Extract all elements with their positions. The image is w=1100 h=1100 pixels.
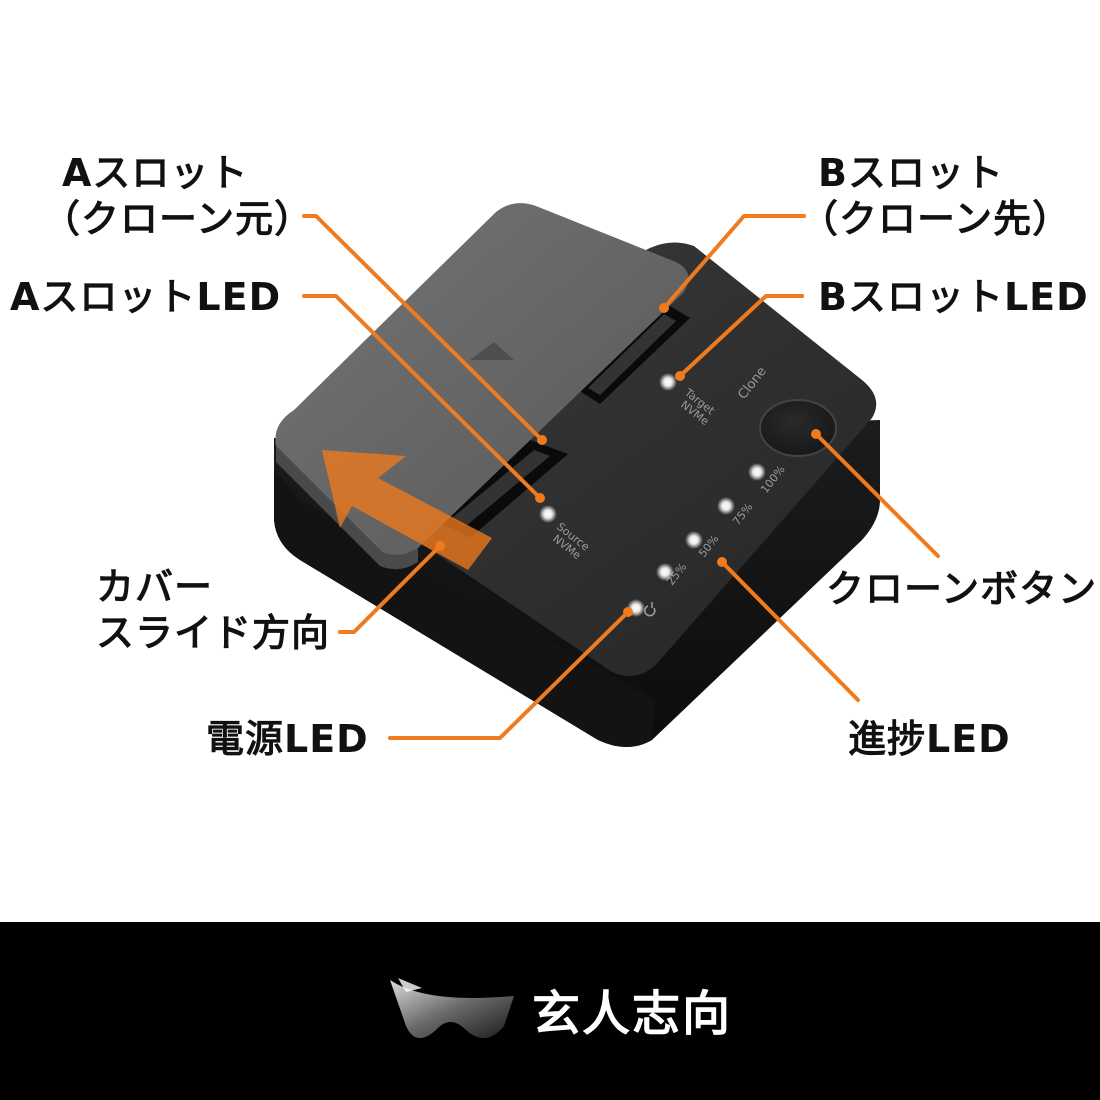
leader-progress-led-dot [717,557,727,567]
leader-b-slot-dot [659,303,669,313]
progress-led-100 [748,463,766,481]
brand-footer: 玄人志向 [0,922,1100,1100]
leader-a-slot [302,214,544,442]
leader-b-slot-led [678,294,804,378]
label-a-slot-sub: （クローン元） [42,197,314,241]
leader-clone-button-dot [811,429,821,439]
label-cover-slide-2: スライド方向 [96,611,331,655]
leader-progress-led [720,560,860,702]
label-cover-slide-1: カバー [96,565,214,609]
leader-cover-slide-dot [435,541,445,551]
progress-led-75 [717,497,735,515]
brand-name: 玄人志向 [532,986,733,1042]
a-slot-led [539,505,557,523]
label-power-led: 電源LED [206,717,369,761]
label-b-slot-sub: （クローン先） [800,197,1072,241]
power-icon [644,602,656,617]
leader-power-led-dot [623,607,633,617]
clone-button[interactable] [759,399,837,457]
leader-power-led [388,610,630,740]
leader-cover-slide [338,544,442,634]
leader-clone-button [814,432,940,558]
b-slot-led [659,373,677,391]
leader-b-slot [662,214,806,310]
label-b-slot-led: BスロットLED [818,275,1089,319]
progress-led-25 [656,563,674,581]
cover-slide-triangle [470,342,514,360]
leader-a-slot-dot [537,435,547,445]
label-clone-button: クローンボタン [826,567,1098,611]
progress-led-50 [685,531,703,549]
cover-slide-arrow [322,450,492,570]
label-b-slot: Bスロット [818,151,1004,195]
leader-b-slot-led-dot [675,371,685,381]
label-progress-led: 進捗LED [848,717,1011,761]
visor-logo-icon [390,978,514,1039]
label-a-slot-led: AスロットLED [10,275,282,319]
leader-a-slot-led [302,294,542,500]
label-a-slot: Aスロット [62,151,249,195]
clone-dock-illustration: Source NVMe Target NVMe Clone 25% 50% 75… [274,203,940,747]
leader-a-slot-led-dot [535,493,545,503]
